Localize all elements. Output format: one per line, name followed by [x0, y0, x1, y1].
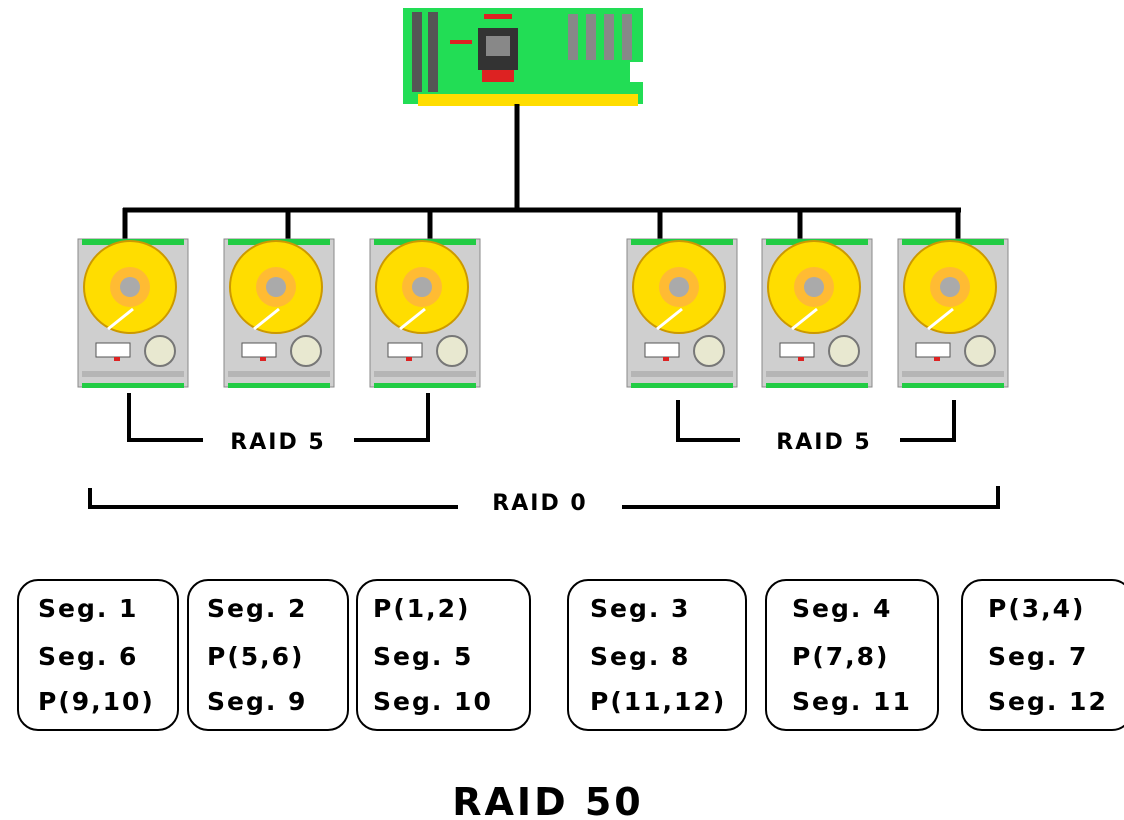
segment-label: Seg. 7: [988, 642, 1088, 671]
segment-label: Seg. 6: [38, 642, 138, 671]
raid-controller-icon: [403, 8, 643, 106]
segment-label: P(3,4): [988, 594, 1085, 623]
raid5-right-bracket: RAID 5: [678, 400, 954, 455]
raid5-right-label: RAID 5: [776, 430, 871, 455]
hard-disk-icon: [370, 239, 480, 388]
segment-label: P(9,10): [38, 687, 155, 716]
disk-segments-5: Seg. 4 P(7,8) Seg. 11: [766, 580, 938, 730]
diagram-title: RAID 50: [452, 780, 643, 820]
disk-segments-2: Seg. 2 P(5,6) Seg. 9: [188, 580, 348, 730]
hard-disk-icon: [627, 239, 737, 388]
segment-label: Seg. 5: [373, 642, 473, 671]
bus-wiring: [123, 104, 961, 240]
segment-label: P(1,2): [373, 594, 470, 623]
segment-label: P(7,8): [792, 642, 889, 671]
hard-disk-icon: [224, 239, 334, 388]
raid0-bracket: RAID 0: [90, 486, 998, 516]
segment-label: Seg. 12: [988, 687, 1108, 716]
segment-label: Seg. 4: [792, 594, 892, 623]
segment-label: Seg. 8: [590, 642, 690, 671]
segment-label: Seg. 10: [373, 687, 493, 716]
segment-label: Seg. 2: [207, 594, 307, 623]
disk-segments-4: Seg. 3 Seg. 8 P(11,12): [568, 580, 746, 730]
segment-label: Seg. 1: [38, 594, 138, 623]
disk-segments-1: Seg. 1 Seg. 6 P(9,10): [18, 580, 178, 730]
segment-label: Seg. 3: [590, 594, 690, 623]
segment-label: P(11,12): [590, 687, 726, 716]
raid0-label: RAID 0: [492, 491, 587, 516]
segment-label: P(5,6): [207, 642, 304, 671]
raid5-left-bracket: RAID 5: [129, 393, 428, 455]
segment-label: Seg. 9: [207, 687, 307, 716]
raid5-left-label: RAID 5: [230, 430, 325, 455]
hard-disk-icon: [78, 239, 188, 388]
hard-disk-icon: [898, 239, 1008, 388]
segment-label: Seg. 11: [792, 687, 912, 716]
hard-disk-icon: [762, 239, 872, 388]
disk-segments-3: P(1,2) Seg. 5 Seg. 10: [357, 580, 530, 730]
disk-segments-6: P(3,4) Seg. 7 Seg. 12: [962, 580, 1124, 730]
